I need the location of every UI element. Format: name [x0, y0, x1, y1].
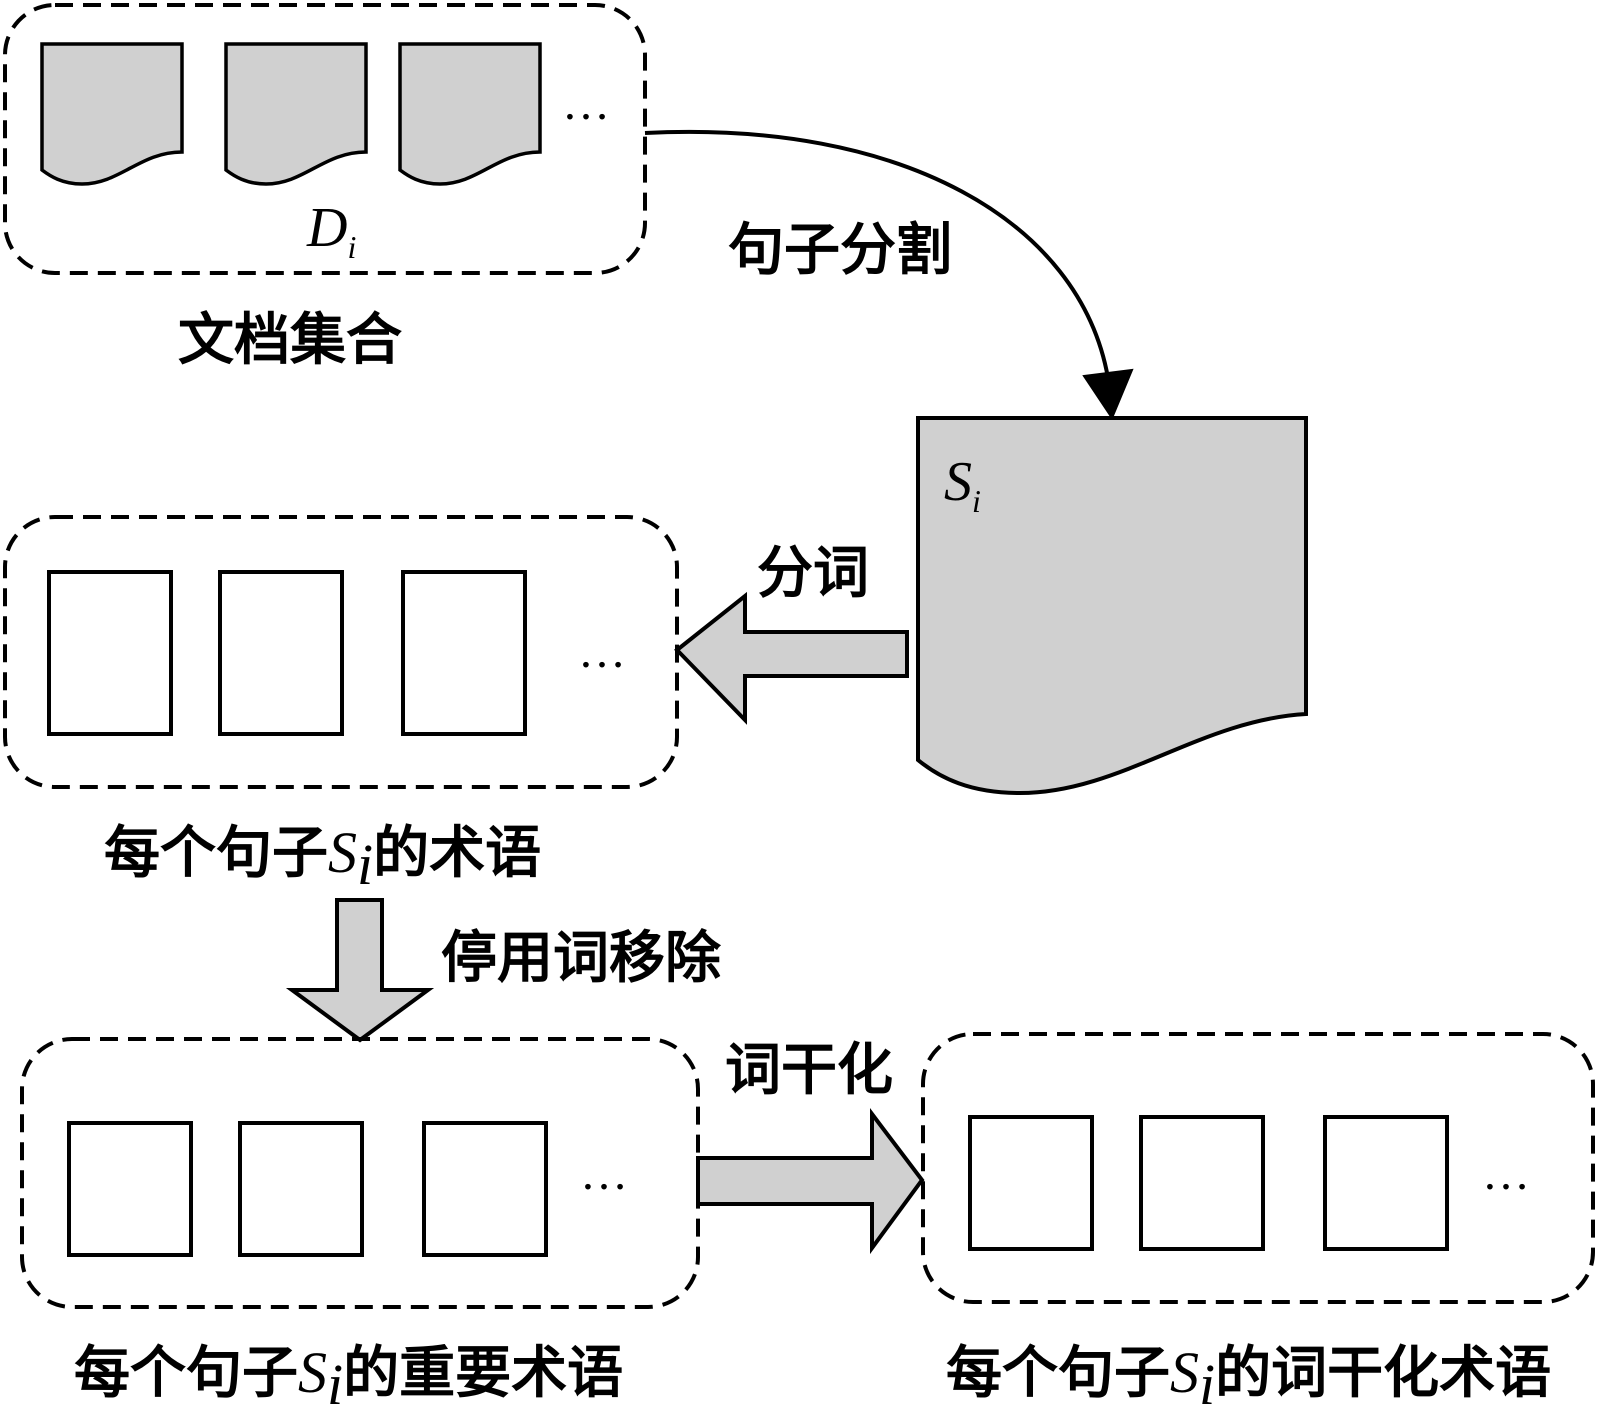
sentence-document-icon [916, 416, 1308, 796]
tokenize-label: 分词 [757, 540, 869, 606]
document-icon [398, 42, 542, 186]
stemming-label: 词干化 [725, 1037, 893, 1103]
stemmed-term-box [1139, 1115, 1265, 1251]
documents-math-label: Di [307, 197, 357, 265]
document-icon [224, 42, 368, 186]
terms-ellipsis: … [578, 625, 628, 678]
term-box [401, 570, 527, 736]
stemmed-terms-ellipsis: … [1482, 1147, 1532, 1200]
important-terms-caption: 每个句子Si的重要术语 [74, 1340, 624, 1417]
stemmed-term-box [1323, 1115, 1449, 1251]
sentence-math-label: Si [944, 451, 981, 519]
important-terms-ellipsis: … [580, 1147, 630, 1200]
sentence-split-label: 句子分割 [728, 217, 952, 283]
sentence-split-arrow [644, 129, 1110, 379]
stopword-removal-arrow [285, 898, 435, 1043]
document-icon [40, 42, 184, 186]
term-box [47, 570, 173, 736]
important-term-box [422, 1121, 548, 1257]
tokenize-arrow [674, 591, 909, 725]
documents-ellipsis: … [562, 77, 612, 130]
stemmed-terms-caption: 每个句子Si的词干化术语 [946, 1340, 1552, 1417]
terms-caption: 每个句子Si的术语 [104, 820, 542, 897]
documents-caption: 文档集合 [178, 307, 402, 373]
term-box [218, 570, 344, 736]
important-term-box [238, 1121, 364, 1257]
stemming-arrow [696, 1108, 925, 1255]
document-collection-group [3, 3, 647, 275]
sentence-split-arrowhead [1082, 368, 1134, 421]
important-term-box [67, 1121, 193, 1257]
stopword-removal-label: 停用词移除 [441, 925, 721, 991]
terms-group [3, 515, 679, 789]
stemmed-terms-group [921, 1032, 1595, 1304]
stemmed-term-box [968, 1115, 1094, 1251]
